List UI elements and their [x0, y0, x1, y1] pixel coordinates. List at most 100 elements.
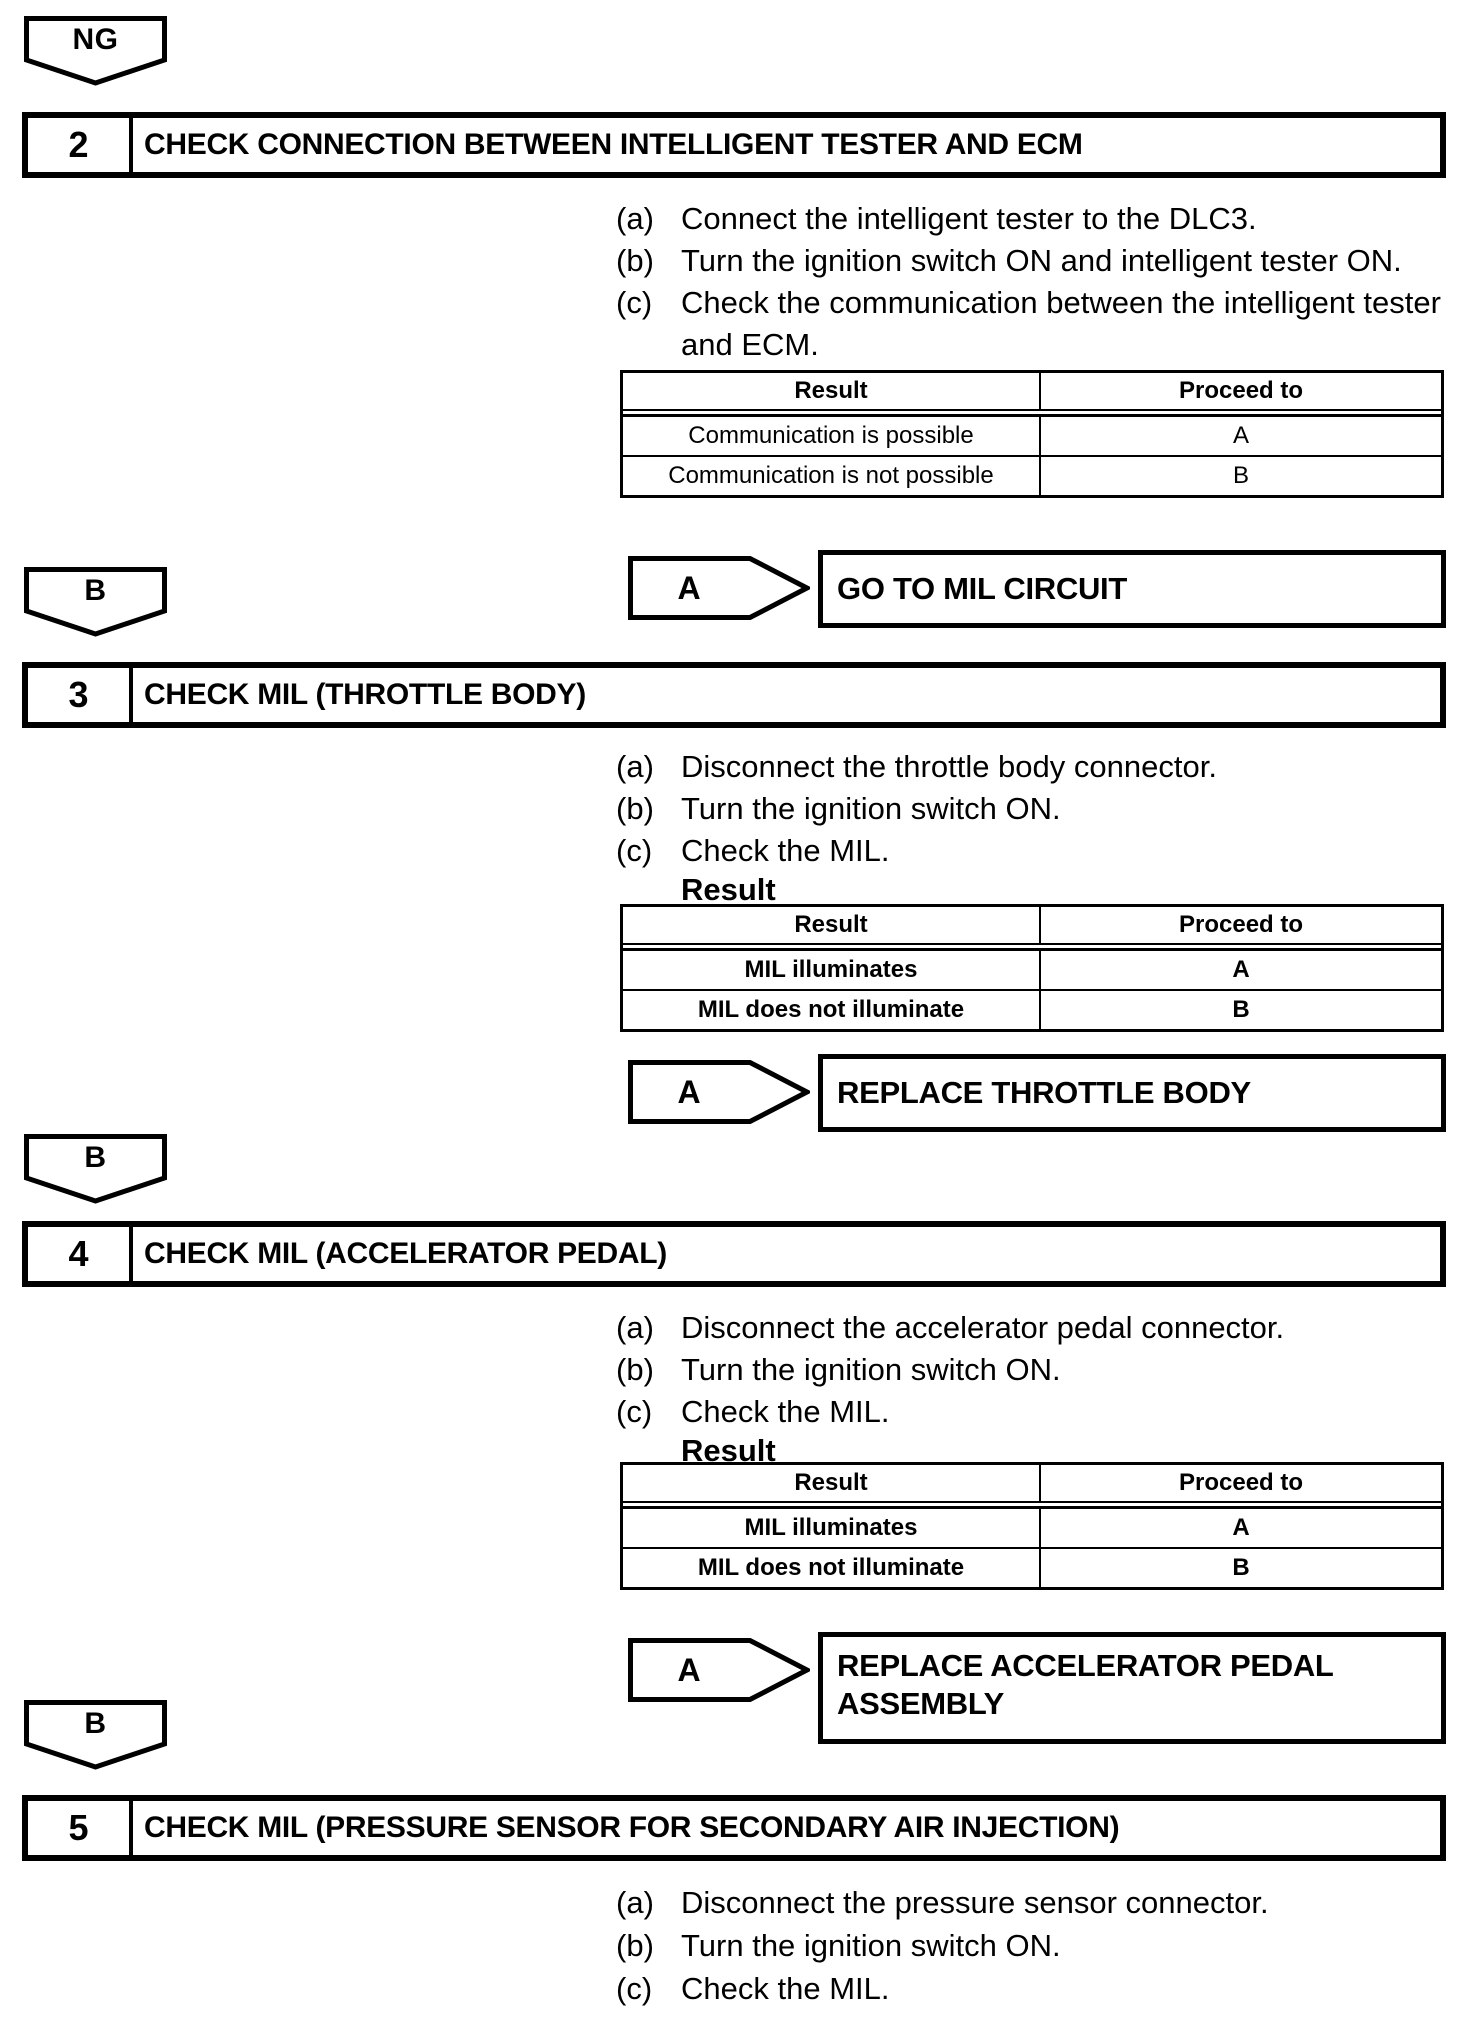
substep-text: Check the MIL. [681, 833, 890, 868]
connector-ng-label: NG [72, 23, 119, 56]
table-cell-result: Communication is possible [623, 417, 1041, 455]
table-row: MIL illuminates A [623, 1509, 1441, 1549]
table-row: Communication is possible A [623, 417, 1441, 457]
arrow-right-shape [628, 556, 810, 620]
action-box-go-to-mil-circuit: GO TO MIL CIRCUIT [818, 550, 1446, 628]
result-caption: Result [681, 872, 776, 907]
table-cell-proceed: B [1232, 462, 1249, 489]
substep-label: (b) [616, 791, 654, 826]
result-table-3: Result Proceed to MIL illuminates A MIL … [620, 904, 1444, 1032]
substep: (c) Check the MIL. [616, 830, 1446, 872]
table-cell-result: MIL illuminates [623, 1509, 1041, 1547]
action-box-replace-throttle-body: REPLACE THROTTLE BODY [818, 1054, 1446, 1132]
substep-label: (c) [616, 833, 653, 868]
pentagon-down-shape [24, 16, 167, 86]
table-row: Communication is not possible B [623, 457, 1441, 495]
table-double-rule [623, 1503, 1441, 1509]
connector-arrow-a-label: A [677, 1073, 701, 1110]
connector-b-1: B [24, 567, 167, 637]
step-header-2: 2 CHECK CONNECTION BETWEEN INTELLIGENT T… [22, 112, 1446, 178]
substep-label: (a) [616, 749, 654, 784]
table-header-row: Result Proceed to [623, 373, 1441, 411]
table-cell-proceed: B [1232, 1554, 1250, 1581]
substep: (c) Check the MIL. [616, 1967, 1446, 2010]
action-label: GO TO MIL CIRCUIT [837, 571, 1127, 606]
substep-text: Check the MIL. [681, 1971, 890, 2006]
substep-text: Disconnect the throttle body connector. [681, 749, 1217, 784]
connector-b-3: B [24, 1700, 167, 1770]
table-header-result: Result [623, 907, 1041, 943]
table-header-row: Result Proceed to [623, 1465, 1441, 1503]
connector-b-label: B [84, 1141, 107, 1174]
substep-list-5: (a) Disconnect the pressure sensor conne… [616, 1881, 1446, 2010]
arrow-right-shape [628, 1060, 810, 1124]
arrow-right-shape [628, 1638, 810, 1702]
step-header-3: 3 CHECK MIL (THROTTLE BODY) [22, 662, 1446, 728]
substep-text: Turn the ignition switch ON. [681, 1928, 1061, 1963]
connector-arrow-a-label: A [677, 1651, 701, 1688]
step-number: 5 [28, 1801, 133, 1855]
connector-b-label: B [84, 1707, 107, 1740]
table-cell-result: MIL does not illuminate [623, 1549, 1041, 1587]
substep-label: (a) [616, 1885, 654, 1920]
substep: (a) Disconnect the accelerator pedal con… [616, 1307, 1446, 1349]
step-number: 2 [28, 118, 133, 172]
table-double-rule [623, 411, 1441, 417]
substep-text: Turn the ignition switch ON. [681, 791, 1061, 826]
substep: (b) Turn the ignition switch ON and inte… [616, 240, 1446, 282]
pentagon-down-shape [24, 1134, 167, 1204]
substep-text: Connect the intelligent tester to the DL… [681, 201, 1257, 236]
table-cell-result: MIL does not illuminate [623, 991, 1041, 1029]
table-cell-proceed: A [1232, 1514, 1250, 1541]
step-number: 3 [28, 668, 133, 722]
substep-text: Turn the ignition switch ON and intellig… [681, 243, 1402, 278]
substep-text: Check the communication between the inte… [681, 285, 1441, 362]
step-header-5: 5 CHECK MIL (PRESSURE SENSOR FOR SECONDA… [22, 1795, 1446, 1861]
step-title: CHECK MIL (THROTTLE BODY) [144, 678, 586, 711]
substep: (a) Disconnect the pressure sensor conne… [616, 1881, 1446, 1924]
connector-arrow-a-label: A [677, 569, 701, 606]
substep: (c) Check the MIL. [616, 1391, 1446, 1433]
connector-arrow-a: A [628, 556, 810, 620]
table-header-result: Result [623, 1465, 1041, 1501]
table-cell-proceed: B [1232, 996, 1250, 1023]
connector-ng: NG [24, 16, 167, 86]
table-header-proceed-to: Proceed to [1178, 911, 1304, 938]
action-label: REPLACE ACCELERATOR PEDAL ASSEMBLY [837, 1648, 1334, 1721]
substep: (b) Turn the ignition switch ON. [616, 788, 1446, 830]
table-header-proceed-to: Proceed to [1178, 1469, 1304, 1496]
substep: (a) Connect the intelligent tester to th… [616, 198, 1446, 240]
pentagon-down-shape [24, 567, 167, 637]
table-header-result: Result [623, 373, 1041, 409]
table-header-row: Result Proceed to [623, 907, 1441, 945]
step-number: 4 [28, 1227, 133, 1281]
substep-list-2: (a) Connect the intelligent tester to th… [616, 198, 1446, 366]
result-table-2: Result Proceed to Communication is possi… [620, 370, 1444, 498]
substep: (c) Check the communication between the … [616, 282, 1446, 366]
step-title: CHECK MIL (ACCELERATOR PEDAL) [144, 1237, 667, 1270]
action-label: REPLACE THROTTLE BODY [837, 1075, 1251, 1110]
connector-b-label: B [84, 574, 107, 607]
step-header-4: 4 CHECK MIL (ACCELERATOR PEDAL) [22, 1221, 1446, 1287]
substep: (b) Turn the ignition switch ON. [616, 1924, 1446, 1967]
table-cell-proceed: A [1232, 422, 1249, 449]
substep-label: (b) [616, 1928, 654, 1963]
substep-list-3: (a) Disconnect the throttle body connect… [616, 746, 1446, 872]
substep-label: (a) [616, 1310, 654, 1345]
table-double-rule [623, 945, 1441, 951]
substep-list-4: (a) Disconnect the accelerator pedal con… [616, 1307, 1446, 1433]
substep-label: (c) [616, 285, 653, 320]
table-cell-proceed: A [1232, 956, 1250, 983]
step-title: CHECK MIL (PRESSURE SENSOR FOR SECONDARY… [144, 1811, 1120, 1844]
substep: (a) Disconnect the throttle body connect… [616, 746, 1446, 788]
substep: (b) Turn the ignition switch ON. [616, 1349, 1446, 1391]
substep-text: Disconnect the pressure sensor connector… [681, 1885, 1269, 1920]
connector-b-2: B [24, 1134, 167, 1204]
table-header-proceed-to: Proceed to [1178, 377, 1304, 404]
substep-label: (b) [616, 1352, 654, 1387]
table-row: MIL does not illuminate B [623, 1549, 1441, 1587]
substep-label: (c) [616, 1394, 653, 1429]
action-box-replace-accelerator-pedal: REPLACE ACCELERATOR PEDAL ASSEMBLY [818, 1632, 1446, 1744]
substep-text: Check the MIL. [681, 1394, 890, 1429]
